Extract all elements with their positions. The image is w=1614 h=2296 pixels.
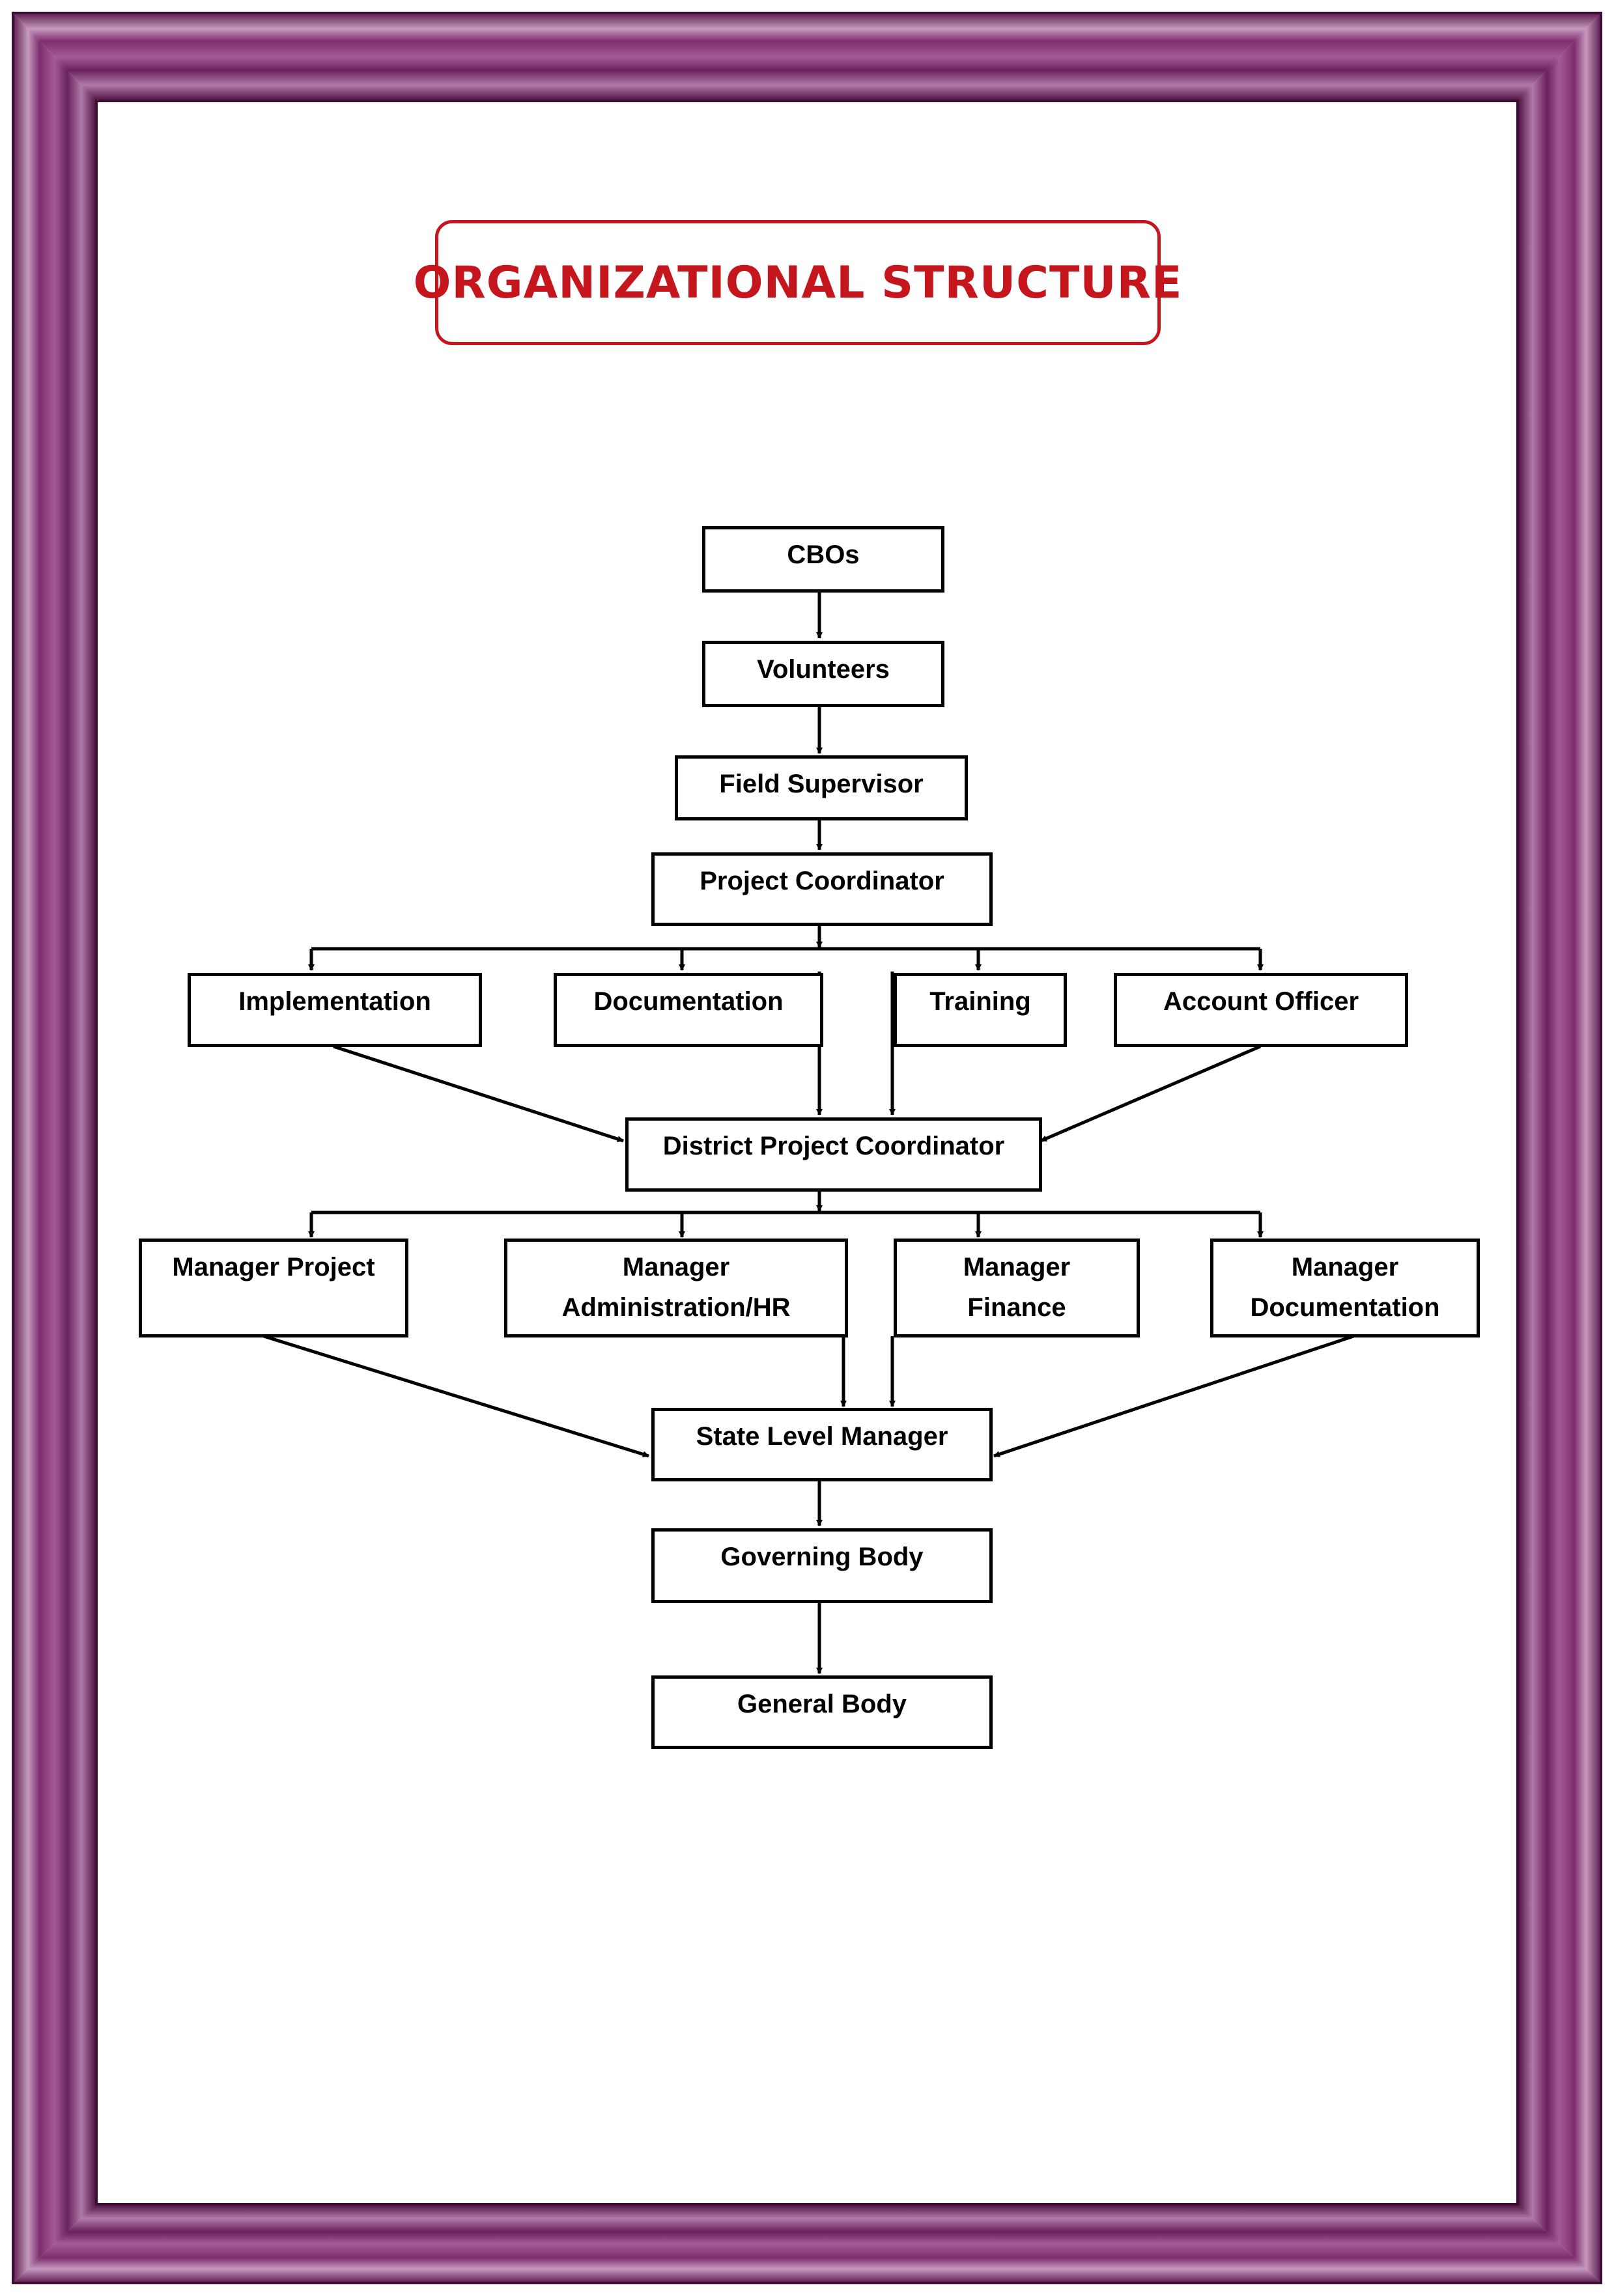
frame-top bbox=[13, 13, 1601, 101]
node-label: District Project Coordinator bbox=[662, 1132, 1005, 1160]
node-label: Account Officer bbox=[1163, 987, 1359, 1016]
node-general-body: General Body bbox=[651, 1675, 993, 1749]
node-label-line-1: Manager bbox=[963, 1253, 1071, 1281]
node-implementation: Implementation bbox=[188, 973, 482, 1047]
node-label-line-2: Administration/HR bbox=[561, 1293, 791, 1322]
frame-left bbox=[13, 13, 96, 2283]
node-label: State Level Manager bbox=[696, 1422, 948, 1451]
node-label: General Body bbox=[737, 1690, 907, 1718]
node-documentation: Documentation bbox=[554, 973, 823, 1047]
node-project-coordinator: Project Coordinator bbox=[651, 852, 993, 926]
node-label-line-2: Finance bbox=[967, 1293, 1066, 1322]
page-title: ORGANIZATIONAL STRUCTURE bbox=[413, 257, 1183, 309]
edge-manager-documentation-slm bbox=[993, 1334, 1354, 1458]
node-label-line-1: Manager bbox=[1291, 1253, 1399, 1281]
node-label: Documentation bbox=[593, 987, 784, 1016]
edge-implementation-dpc bbox=[333, 1044, 624, 1143]
node-volunteers: Volunteers bbox=[702, 641, 944, 707]
node-manager-project: Manager Project bbox=[139, 1239, 408, 1337]
node-label: Field Supervisor bbox=[719, 770, 924, 798]
edge-manager-project-slm bbox=[263, 1334, 649, 1458]
node-cbos: CBOs bbox=[702, 526, 944, 593]
node-state-level-manager: State Level Manager bbox=[651, 1408, 993, 1481]
node-training: Training bbox=[894, 973, 1067, 1047]
node-label: Volunteers bbox=[757, 655, 890, 684]
node-manager-documentation: Manager Documentation bbox=[1210, 1239, 1480, 1337]
node-label-line-2: Documentation bbox=[1250, 1293, 1440, 1322]
node-district-project-coordinator: District Project Coordinator bbox=[625, 1117, 1042, 1192]
title-box: ORGANIZATIONAL STRUCTURE bbox=[414, 220, 1182, 345]
node-label: CBOs bbox=[787, 540, 860, 569]
node-label: Manager Project bbox=[172, 1253, 375, 1281]
node-label-line-1: Manager bbox=[622, 1253, 730, 1281]
frame-bottom bbox=[13, 2204, 1601, 2283]
node-manager-finance: Manager Finance bbox=[894, 1239, 1140, 1337]
node-account-officer: Account Officer bbox=[1114, 973, 1408, 1047]
node-label: Project Coordinator bbox=[700, 867, 944, 895]
node-field-supervisor: Field Supervisor bbox=[675, 755, 968, 820]
frame-right bbox=[1518, 13, 1601, 2283]
node-manager-admin-hr: Manager Administration/HR bbox=[504, 1239, 848, 1337]
node-label: Governing Body bbox=[720, 1543, 924, 1571]
node-label: Training bbox=[929, 987, 1031, 1016]
node-label: Implementation bbox=[238, 987, 431, 1016]
node-governing-body: Governing Body bbox=[651, 1528, 993, 1603]
edge-account-officer-dpc bbox=[1040, 1044, 1261, 1143]
